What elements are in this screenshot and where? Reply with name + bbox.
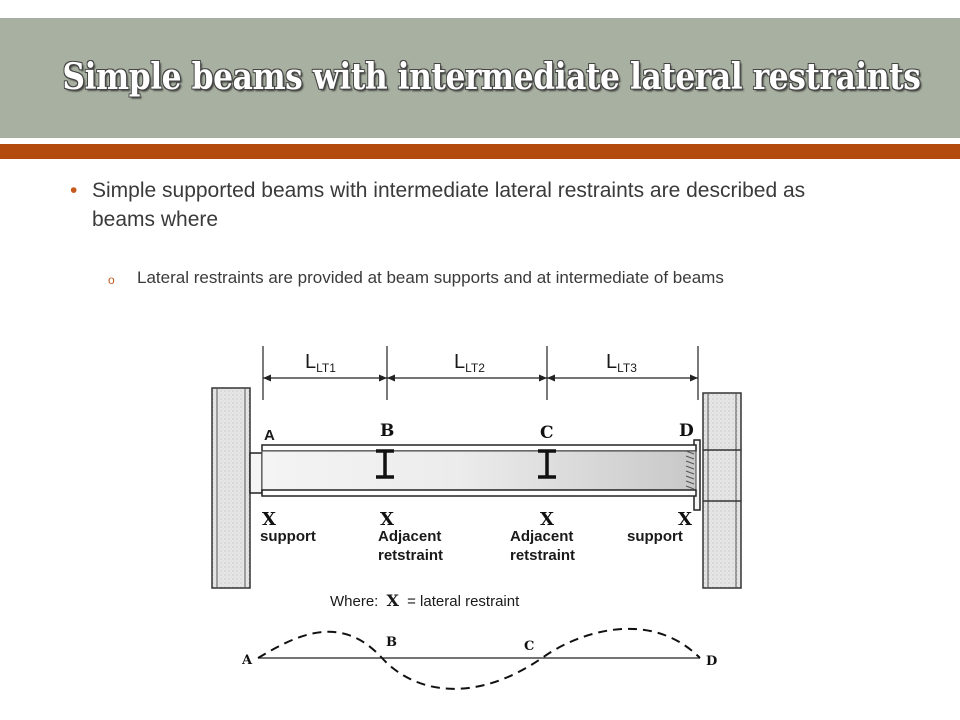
left-column [211,387,270,589]
bullet-item-2: o Lateral restraints are provided at bea… [108,264,798,292]
title-bar: Simple beams with intermediate lateral r… [0,18,960,138]
accent-line [0,144,960,159]
restraint-symbol-c [538,449,556,479]
restraint-label-c-line1: Adjacent [510,528,573,545]
restraint-label-a: support [260,528,316,545]
bullet-marker: • [70,179,78,202]
bullet-item-1: • Simple supported beams with intermedia… [70,176,830,234]
bullet-text: Simple supported beams with intermediate… [92,179,806,231]
buckled-shape [257,627,701,690]
segment-label-1: LLT1 [305,351,336,375]
sub-bullet-marker: o [108,273,115,287]
segment-label-main: L [454,351,465,373]
restraint-label-d: support [627,528,683,545]
restraint-label-b-line1: Adjacent [378,528,441,545]
buckle-point-b: B [386,635,397,650]
segment-label-2: LLT2 [454,351,485,375]
buckle-point-a: A [241,653,253,668]
beam [261,444,697,497]
legend-mark: X [387,591,400,610]
restraint-symbol-b [376,449,394,479]
segment-label-main: L [305,351,316,373]
buckle-point-d: D [706,654,717,669]
restraint-label-b-line2: retstraint [378,547,443,564]
segment-label-sub: LT1 [316,361,336,375]
restraint-mark-b: X [380,509,394,530]
point-label-d: D [679,421,694,441]
segment-label-main: L [606,351,617,373]
restraint-mark-c: X [540,509,554,530]
dimension-lines [262,346,699,400]
point-label-a: A [264,427,275,444]
point-label-b: B [380,421,394,441]
sub-bullet-text: Lateral restraints are provided at beam … [137,268,724,287]
buckle-point-c: C [524,639,534,654]
beam-diagram: LLT1 LLT2 LLT3 A B C D X X X X support A… [211,346,742,690]
slide-title: Simple beams with intermediate lateral r… [62,56,921,98]
segment-label-3: LLT3 [606,351,637,375]
legend-prefix: Where: [330,593,378,610]
right-column [693,392,742,589]
legend: Where: X = lateral restraint [330,591,520,610]
segment-label-sub: LT3 [617,361,637,375]
restraint-mark-d: X [678,509,692,530]
segment-label-sub: LT2 [465,361,485,375]
point-label-c: C [540,423,554,443]
restraint-mark-a: X [262,509,276,530]
restraint-label-c-line2: retstraint [510,547,575,564]
legend-text: = lateral restraint [407,593,520,610]
